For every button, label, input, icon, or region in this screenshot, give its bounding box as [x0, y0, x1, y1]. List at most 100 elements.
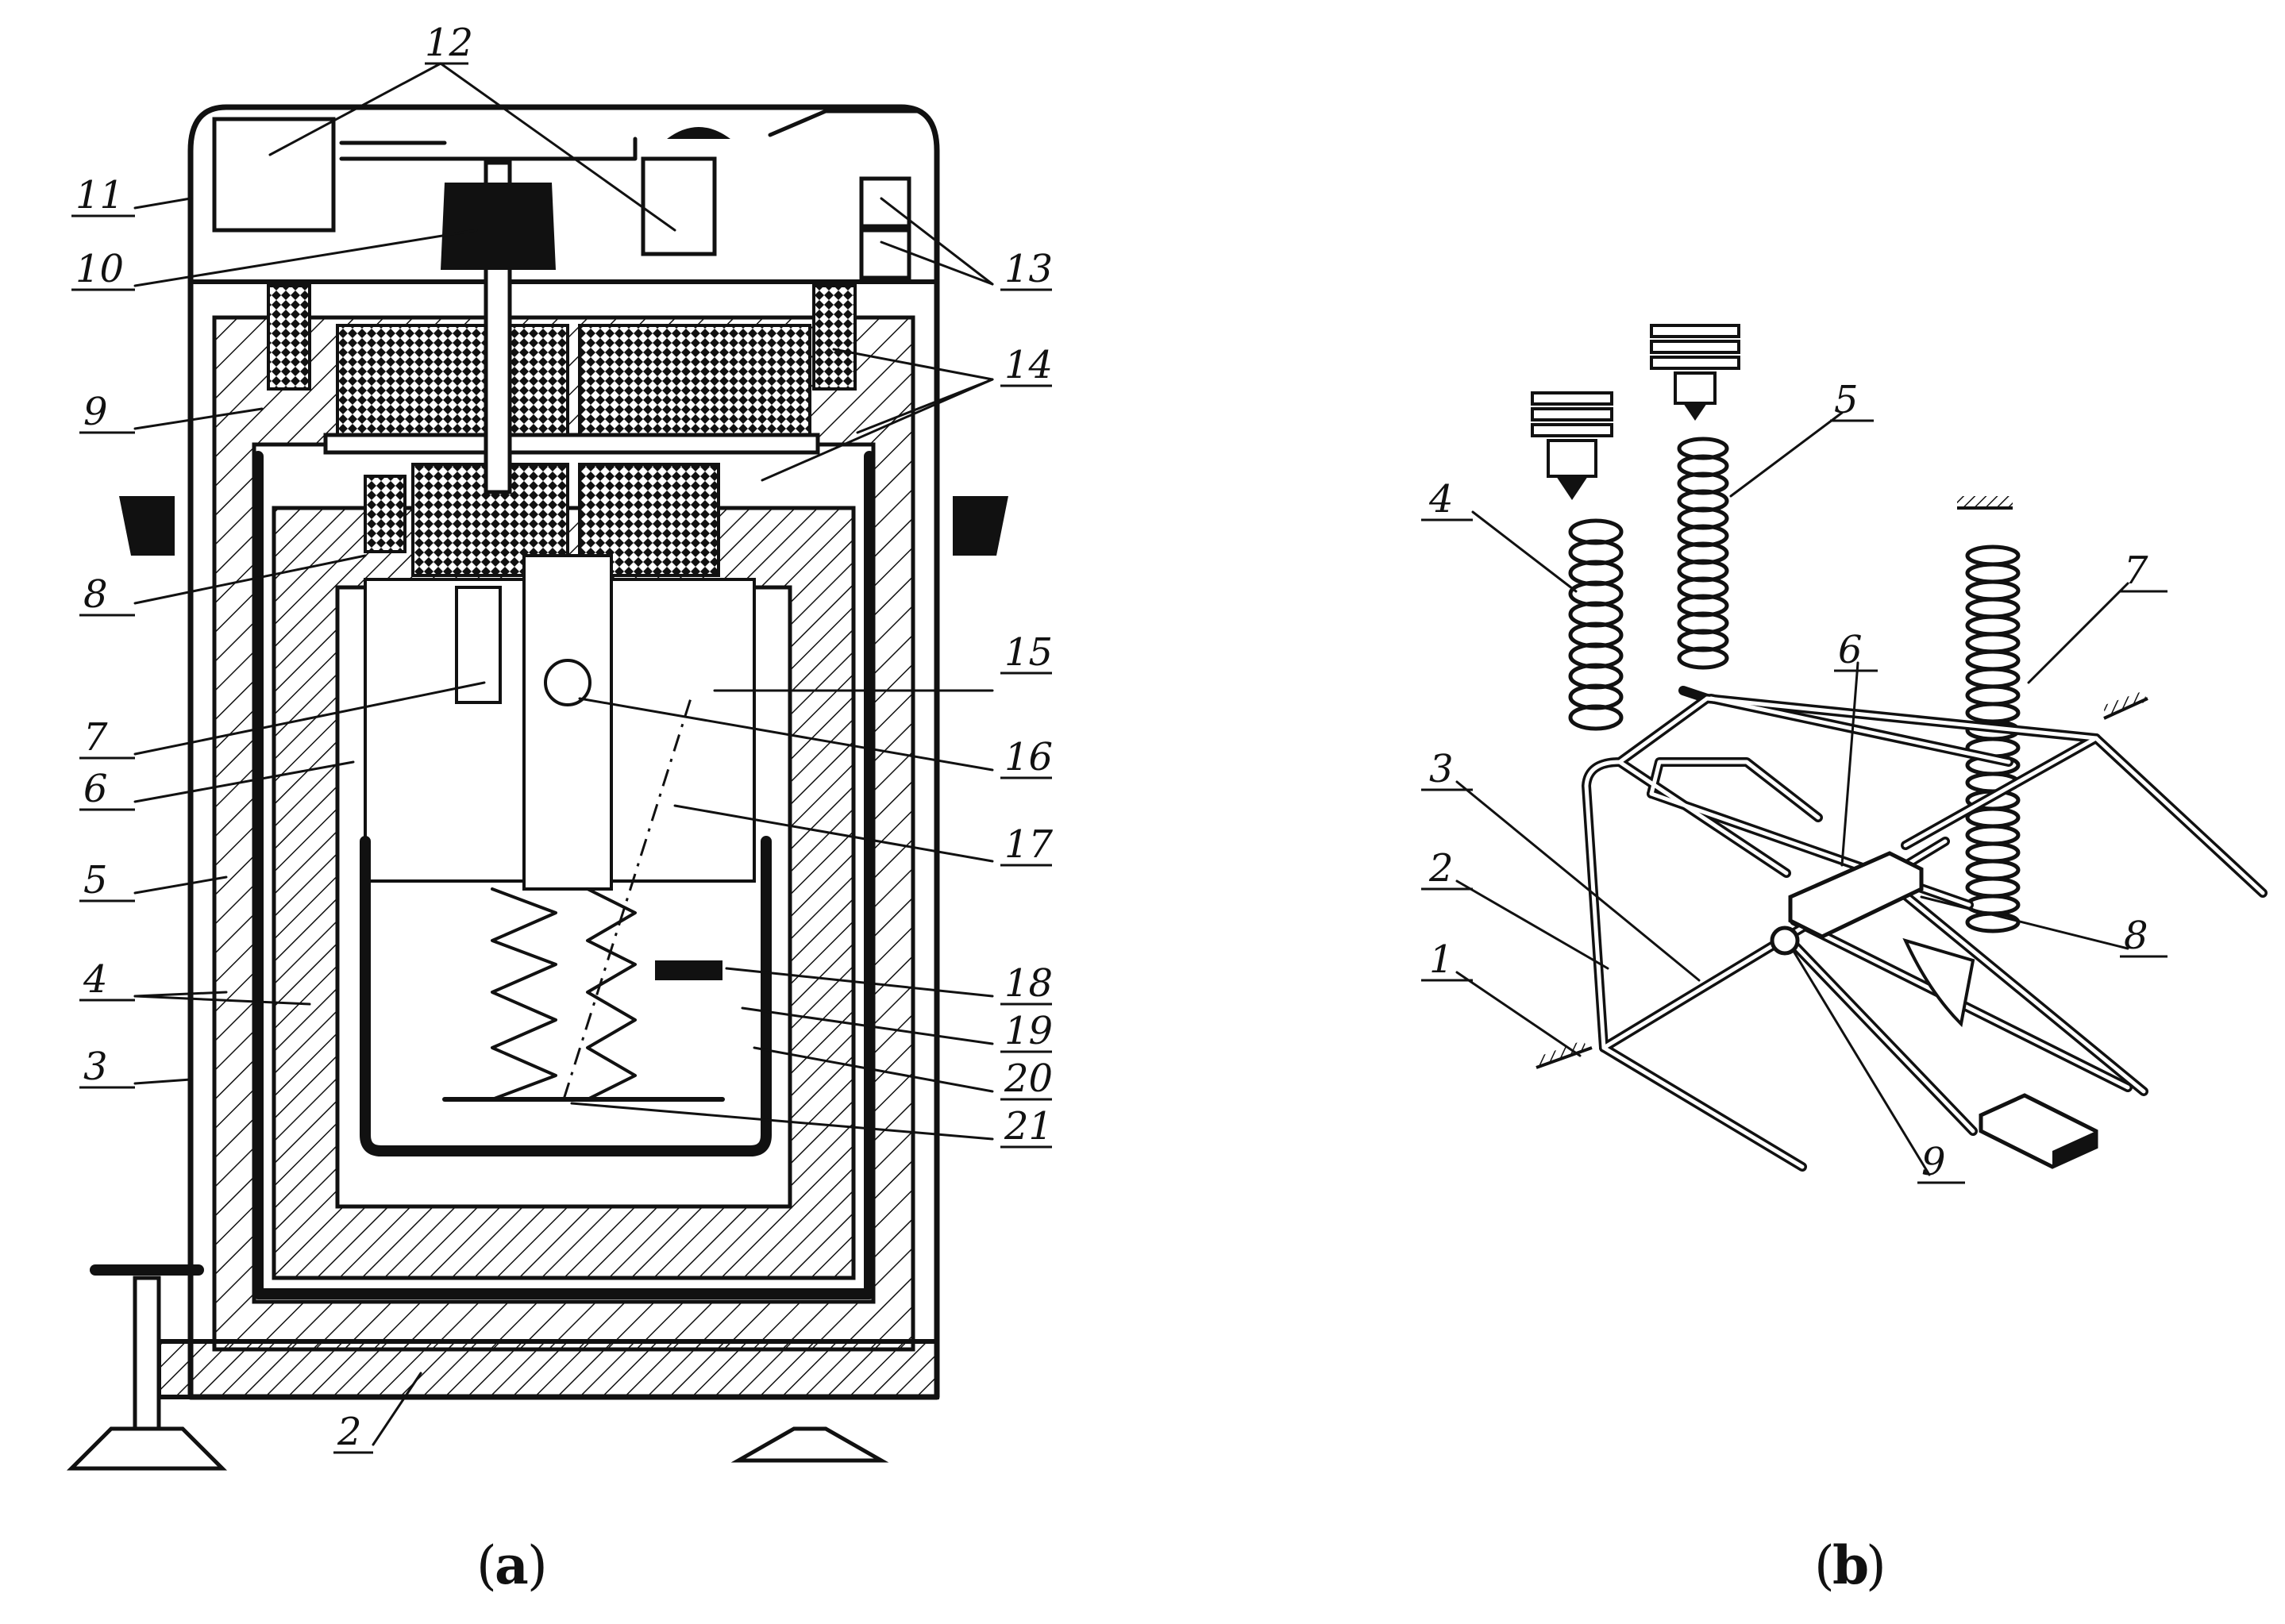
caption-a: ( a ) [476, 1534, 548, 1596]
spring-coil-turn [1965, 702, 2021, 724]
ground-symbol-top [1957, 496, 2013, 510]
connector-lower [859, 228, 911, 280]
callout-b-8: 8 [2124, 914, 2148, 958]
top-knob [667, 127, 730, 139]
panel-a-drawing [66, 104, 1008, 1471]
callout-a-20: 20 [1004, 1056, 1053, 1101]
spring-coil-turn [1965, 632, 2021, 654]
spring-coil-turn [1965, 597, 2021, 619]
callout-b-2: 2 [1428, 846, 1454, 891]
spring-coil-turn [1965, 841, 2021, 864]
spring-coil-turn [1965, 614, 2021, 637]
callout-b-5: 5 [1834, 378, 1859, 422]
main-spring-housing [455, 586, 502, 704]
thermostat-shell [252, 451, 875, 1299]
callout-a-11: 11 [75, 173, 124, 217]
spring-coil-turn [1965, 667, 2021, 689]
handle-right [953, 496, 1008, 556]
handle-left [119, 496, 175, 556]
callout-a-16: 16 [1004, 735, 1053, 779]
lamp [544, 659, 591, 706]
callout-b-6: 6 [1838, 628, 1863, 672]
panel-b-callout-underlines [1421, 419, 2167, 1184]
callout-a-14: 14 [1004, 343, 1053, 387]
caption-b-letter: b [1832, 1534, 1869, 1596]
blade [1902, 937, 1975, 1028]
panel-b-callouts: 5 4 7 6 3 2 8 1 9 [1428, 378, 2148, 1184]
ground-symbol-right [2102, 691, 2148, 720]
spring-coil-turn [1965, 545, 2021, 567]
spring-coil-turn [1568, 704, 1624, 731]
caption-a-close-paren: ) [527, 1535, 548, 1596]
callout-a-10: 10 [75, 247, 124, 291]
callout-a-9: 9 [83, 390, 108, 434]
leveling-foot-left [66, 1264, 228, 1471]
spring-coil-turn [1965, 911, 2021, 933]
proof-mass-shadow [2052, 1131, 2096, 1167]
spring-coil-turn [1677, 646, 1729, 670]
motor [441, 183, 556, 270]
prism [655, 960, 722, 980]
mounting-plate [323, 433, 820, 455]
adjuster-plates-right [1650, 324, 1740, 421]
callout-a-4: 4 [83, 957, 108, 1002]
spring-coil-turn [1965, 684, 2021, 706]
ground-symbol-left [1535, 1040, 1593, 1069]
panel-b-drawing [1531, 324, 2268, 1172]
callout-a-17: 17 [1004, 822, 1054, 867]
callout-a-7: 7 [83, 715, 108, 760]
panel-a-leaders [133, 62, 994, 1446]
light-path [562, 698, 692, 1100]
proof-mass [1979, 1093, 2098, 1169]
caption-b-open-paren: ( [1814, 1535, 1835, 1596]
callout-b-9: 9 [1921, 1140, 1946, 1184]
callout-a-3: 3 [83, 1045, 108, 1089]
spring-coil-turn [1965, 562, 2021, 584]
beam-block [1788, 851, 1924, 939]
callout-a-13: 13 [1004, 247, 1053, 291]
panel-b-leaders [1455, 411, 2129, 1176]
spring-7 [1965, 545, 2021, 933]
spring-coil-turn [1965, 579, 2021, 602]
heater-inner [364, 475, 407, 553]
spring-coil-turn [1965, 649, 2021, 672]
callout-b-1: 1 [1429, 937, 1454, 982]
caption-b-close-paren: ) [1866, 1535, 1886, 1596]
electronics-box [212, 117, 336, 233]
relay-box [641, 156, 717, 256]
spring-coil-turn [1965, 876, 2021, 899]
callout-a-8: 8 [83, 572, 108, 617]
inner-vessel [360, 836, 772, 1156]
callout-b-4: 4 [1428, 477, 1454, 521]
heater-left [267, 284, 311, 391]
callout-a-21: 21 [1004, 1104, 1053, 1149]
caption-b: ( b ) [1814, 1534, 1886, 1596]
caption-a-letter: a [495, 1534, 529, 1596]
heater-right [812, 284, 857, 391]
spring-4 [1568, 518, 1624, 731]
spring-5 [1677, 437, 1729, 670]
callout-a-19: 19 [1004, 1009, 1053, 1053]
callout-a-12: 12 [425, 21, 473, 65]
zigzag-spring-left [491, 887, 557, 1101]
callout-b-3: 3 [1429, 747, 1454, 791]
thermal-block-top-right [578, 324, 811, 446]
sensor-frame-rods-inner [1584, 696, 2265, 1169]
spring-coil-turn [1965, 824, 2021, 846]
callout-a-18: 18 [1004, 961, 1053, 1006]
thermal-block-top-left [336, 324, 569, 446]
callout-a-2: 2 [337, 1410, 362, 1454]
callout-a-15: 15 [1004, 630, 1053, 675]
callout-a-5: 5 [83, 858, 108, 902]
spring-coil-turn [1965, 859, 2021, 881]
callout-b-7: 7 [2124, 548, 2148, 593]
leveling-foot-right [730, 1426, 889, 1463]
panel-a-callouts: 12 11 10 13 14 9 8 15 7 16 6 17 5 18 4 1… [75, 21, 1054, 1454]
pivot [1770, 926, 1800, 956]
top-piping [339, 109, 923, 161]
callout-a-6: 6 [83, 767, 108, 811]
sensor-column [522, 554, 613, 891]
panel-a-callout-underlines [71, 62, 1052, 1454]
caption-a-open-paren: ( [476, 1535, 497, 1596]
